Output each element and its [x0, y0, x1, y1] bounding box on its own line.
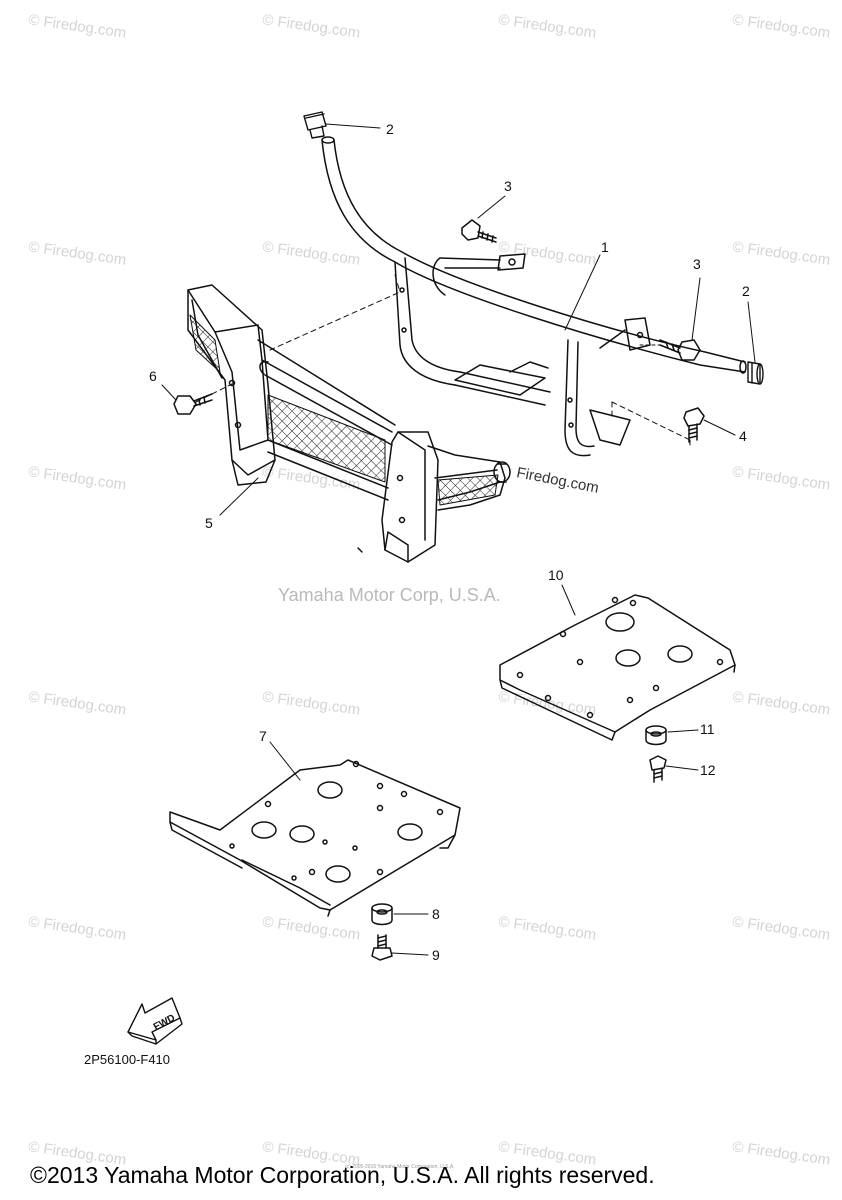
callout-2-right: 2 [742, 283, 750, 299]
collar-8 [371, 903, 393, 926]
callout-3-left: 3 [504, 178, 512, 194]
tube-end-cap-right [747, 361, 764, 385]
callout-10: 10 [548, 567, 564, 583]
callout-7: 7 [259, 728, 267, 744]
hex-bolt-4 [683, 407, 705, 443]
bolt-12 [649, 755, 667, 783]
callout-3-right: 3 [693, 256, 701, 272]
callout-9: 9 [432, 947, 440, 963]
callout-11: 11 [700, 721, 715, 737]
fwd-arrow-icon [127, 997, 183, 1045]
callout-8: 8 [432, 906, 440, 922]
callout-5: 5 [205, 515, 213, 531]
skid-plate-front [169, 759, 461, 917]
callout-2-top: 2 [386, 121, 394, 137]
flange-bolt-right [659, 339, 701, 361]
bolt-9 [371, 934, 393, 961]
footer-copyright: ©2013 Yamaha Motor Corporation, U.S.A. A… [30, 1162, 655, 1188]
callout-4: 4 [739, 428, 747, 444]
flange-bolt-left [461, 219, 497, 243]
collar-11 [645, 725, 667, 746]
front-bumper [187, 284, 511, 563]
skid-plate-center [499, 594, 736, 741]
tube-end-cap-top [303, 111, 327, 139]
leader-lines [161, 123, 756, 956]
callout-12: 12 [700, 762, 716, 778]
front-guard-tube [321, 136, 747, 457]
part-code: 2P56100-F410 [84, 1052, 171, 1067]
callout-1: 1 [601, 239, 609, 255]
manufacturer-watermark: Yamaha Motor Corp, U.S.A. [278, 585, 501, 605]
callout-6: 6 [149, 368, 157, 384]
tiny-copyright: (c) 2005-2015 Yamaha Motor Corporation, … [345, 1164, 455, 1170]
